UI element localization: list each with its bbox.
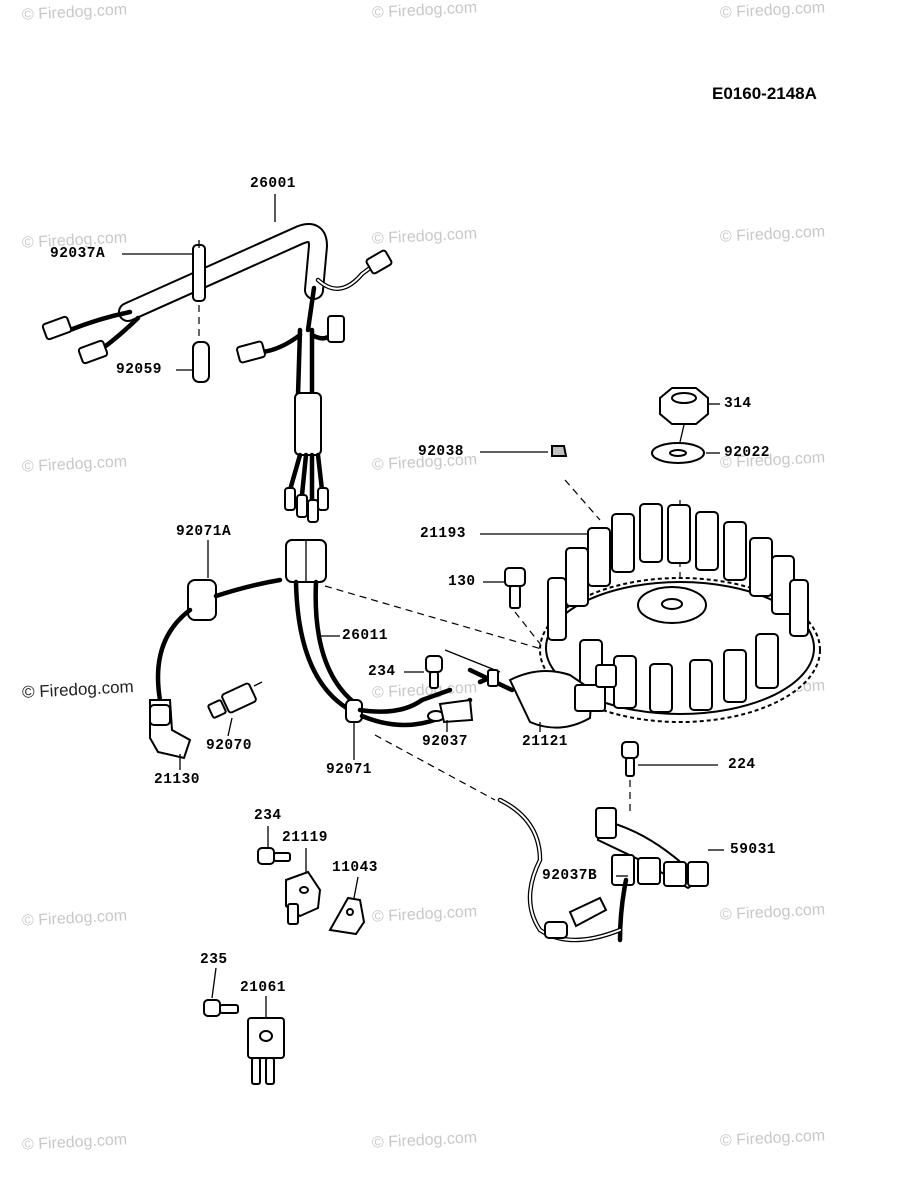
spark-plug-cap-21130[interactable]	[149, 699, 192, 760]
part-label-234-upper[interactable]: 234	[368, 664, 396, 680]
part-label-92038[interactable]: 92038	[418, 444, 465, 460]
bolt-130[interactable]	[504, 567, 526, 609]
charge-coil-59031[interactable]	[595, 807, 709, 943]
part-label-314[interactable]: 314	[724, 396, 752, 412]
part-label-92037B[interactable]: 92037B	[542, 868, 598, 884]
screw-235[interactable]	[203, 999, 239, 1017]
part-label-92071[interactable]: 92071	[326, 762, 373, 778]
wire-harness-26001[interactable]	[41, 223, 393, 365]
part-label-130[interactable]: 130	[448, 574, 476, 590]
spark-plug-92070[interactable]	[207, 681, 263, 719]
part-label-235[interactable]: 235	[200, 952, 228, 968]
nut-314[interactable]	[659, 387, 709, 425]
part-label-21121[interactable]: 21121	[522, 734, 569, 750]
diagram-code: E0160-2148A	[712, 84, 817, 103]
clamp-92037[interactable]	[427, 669, 499, 724]
part-label-92059[interactable]: 92059	[116, 362, 163, 378]
part-label-21119[interactable]: 21119	[282, 830, 329, 846]
part-label-26001[interactable]: 26001	[250, 176, 297, 192]
part-label-21061[interactable]: 21061	[240, 980, 287, 996]
bracket-21119[interactable]	[285, 870, 322, 925]
part-label-11043[interactable]: 11043	[332, 860, 379, 876]
screw-234-upper[interactable]	[425, 655, 443, 689]
part-label-92037A[interactable]: 92037A	[50, 246, 106, 262]
clamp-92037A[interactable]	[192, 240, 206, 340]
screw-234-lower[interactable]	[257, 847, 291, 865]
plate-11043[interactable]	[328, 896, 366, 936]
part-label-92070[interactable]: 92070	[206, 738, 253, 754]
grommet-92071A[interactable]	[155, 577, 283, 703]
part-label-234-lower[interactable]: 234	[254, 808, 282, 824]
sleeve-92059[interactable]	[192, 341, 210, 383]
key-92038[interactable]	[551, 445, 568, 457]
part-label-224[interactable]: 224	[728, 757, 756, 773]
washer-92022[interactable]	[651, 442, 705, 464]
ignition-coil-21121[interactable]	[444, 649, 617, 729]
part-label-21193[interactable]: 21193	[420, 526, 467, 542]
part-label-59031[interactable]: 59031	[730, 842, 777, 858]
part-label-92037[interactable]: 92037	[422, 734, 469, 750]
clamp-92037B[interactable]	[497, 797, 623, 943]
wire-bundle[interactable]	[236, 315, 359, 713]
regulator-21061[interactable]	[247, 1017, 285, 1085]
part-label-92022[interactable]: 92022	[724, 445, 771, 461]
screw-224[interactable]	[621, 741, 639, 777]
part-label-26011[interactable]: 26011	[342, 628, 389, 644]
part-label-92071A[interactable]: 92071A	[176, 524, 232, 540]
part-label-21130[interactable]: 21130	[154, 772, 201, 788]
grommet-92071[interactable]	[345, 687, 473, 728]
